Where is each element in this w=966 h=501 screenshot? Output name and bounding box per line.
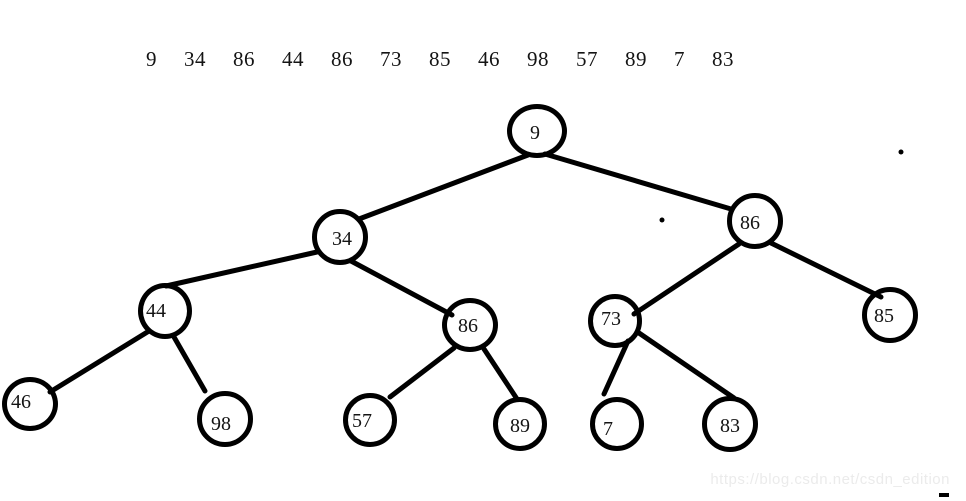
tree-node-86r: 86	[727, 193, 783, 249]
tree-node-98: 98	[197, 391, 253, 447]
sequence-number: 83	[712, 47, 734, 71]
tree-node-46: 46	[2, 377, 58, 431]
tree-node-89: 89	[493, 397, 547, 451]
tree-node-label: 83	[720, 415, 740, 437]
tree-node-7: 7	[590, 397, 644, 451]
tree-node-label: 89	[510, 415, 530, 437]
sequence-number: 44	[282, 47, 304, 71]
tree-node-label: 85	[874, 305, 894, 327]
tree-node-9: 9	[507, 104, 567, 158]
tree-edge-34-44	[163, 249, 320, 289]
tree-edge-9-34	[356, 152, 531, 222]
tree-node-label: 44	[146, 300, 166, 322]
tree-node-85: 85	[862, 287, 918, 343]
sequence-number: 9	[146, 47, 157, 71]
tree-edge-86m-57	[387, 345, 457, 400]
tree-node-86m: 86	[442, 298, 498, 352]
tree-node-label: 34	[332, 228, 352, 250]
sequence-number: 7	[674, 47, 685, 71]
sequence-number: 34	[184, 47, 206, 71]
sequence-number: 98	[527, 47, 549, 71]
tree-node-label: 86	[458, 315, 478, 337]
watermark: https://blog.csdn.net/csdn_edition	[710, 471, 950, 488]
tree-edge-73-7	[601, 338, 631, 397]
tree-edge-9-86r	[542, 151, 734, 212]
tree-node-44: 44	[138, 283, 192, 339]
stray-dot	[898, 149, 904, 155]
sequence-number: 89	[625, 47, 647, 71]
tree-edge-44-46	[47, 328, 152, 395]
tree-edge-86r-73	[631, 241, 742, 317]
tree-node-57: 57	[343, 393, 397, 447]
tree-edge-86r-85	[768, 240, 884, 300]
tree-edge-44-98	[171, 334, 208, 394]
stray-dash	[939, 493, 949, 497]
tree-node-label: 7	[603, 418, 613, 440]
sequence-number: 85	[429, 47, 451, 71]
tree-node-label: 73	[601, 308, 621, 330]
sequence-number: 86	[233, 47, 255, 71]
sequence-number: 46	[478, 47, 500, 71]
tree-node-label: 98	[211, 413, 231, 435]
tree-node-label: 9	[530, 122, 540, 144]
tree-node-83: 83	[702, 396, 758, 452]
tree-node-34: 34	[312, 209, 368, 265]
tree-node-label: 46	[11, 391, 31, 413]
number-sequence: 9 34 86 44 86 73 85 46 98 57 89 7 83	[146, 47, 734, 72]
sequence-number: 86	[331, 47, 353, 71]
tree-edge-73-83	[636, 330, 737, 401]
tree-node-label: 57	[352, 410, 372, 432]
tree-edge-34-86m	[348, 258, 455, 318]
stray-dot	[659, 217, 665, 223]
tree-node-73: 73	[588, 294, 642, 348]
tree-edge-86m-89	[481, 346, 520, 402]
sequence-number: 73	[380, 47, 402, 71]
sequence-number: 57	[576, 47, 598, 71]
tree-node-label: 86	[740, 212, 760, 234]
